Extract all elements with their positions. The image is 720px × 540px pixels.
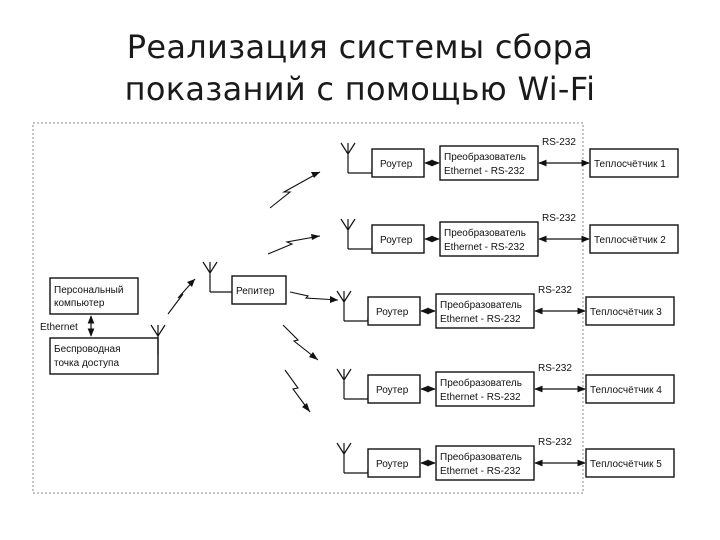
- slide-title-line-2: показаний с помощью Wi-Fi: [124, 70, 596, 108]
- router-antenna-icon: [336, 442, 369, 474]
- converter-box: [435, 371, 535, 407]
- rs232-label: RS-232: [538, 285, 572, 296]
- access-point-antenna-icon: [150, 324, 166, 355]
- converter-label-line-1: Преобразователь: [444, 151, 526, 163]
- rs232-label: RS-232: [538, 437, 572, 448]
- repeater-box: Репитер: [231, 275, 287, 305]
- rs232-label: RS-232: [542, 213, 576, 224]
- converter-label-line-2: Ethernet - RS-232: [440, 314, 521, 325]
- rs232-label: RS-232: [538, 363, 572, 374]
- router-antenna-icon: [340, 218, 373, 250]
- ethernet-label: Ethernet: [40, 322, 78, 333]
- access-point-label-line-2: точка доступа: [54, 358, 119, 369]
- access-point-box: Беспроводная точка доступа: [49, 337, 159, 375]
- heat-meter-label: Теплосчётчик 3: [590, 307, 662, 318]
- wireless-signal-repeater-to-router-5: [284, 369, 311, 413]
- wireless-signal-ap-to-repeater: [167, 278, 196, 315]
- slide-title: Реализация системы сбора показаний с пом…: [0, 26, 720, 110]
- router-label: Роутер: [380, 159, 413, 170]
- heat-meter-box: [589, 148, 679, 178]
- converter-label-line-2: Ethernet - RS-232: [444, 242, 525, 253]
- wireless-signal-repeater-to-router-2: [267, 234, 321, 255]
- rs232-label: RS-232: [542, 137, 576, 148]
- converter-box: [439, 145, 539, 181]
- router-label: Роутер: [376, 459, 409, 470]
- converter-label-line-1: Преобразователь: [440, 377, 522, 389]
- router-box: [371, 224, 425, 254]
- wireless-signal-repeater-to-router-3: [289, 291, 339, 303]
- router-box: [371, 148, 425, 178]
- repeater-antenna-icon: [202, 261, 232, 293]
- access-point-label-line-1: Беспроводная: [54, 344, 121, 355]
- converter-label-line-2: Ethernet - RS-232: [440, 392, 521, 403]
- converter-box: [435, 293, 535, 329]
- router-label: Роутер: [376, 385, 409, 396]
- router-label: Роутер: [376, 307, 409, 318]
- converter-label-line-1: Преобразователь: [440, 451, 522, 463]
- converter-label-line-1: Преобразователь: [440, 299, 522, 311]
- heat-meter-box: [585, 448, 675, 478]
- router-label: Роутер: [380, 235, 413, 246]
- wireless-signal-repeater-to-router-4: [282, 324, 319, 361]
- heat-meter-label: Теплосчётчик 1: [594, 159, 666, 170]
- heat-meter-label: Теплосчётчик 4: [590, 385, 662, 396]
- router-antenna-icon: [340, 142, 373, 174]
- repeater-label: Репитер: [236, 286, 275, 297]
- router-box: [367, 296, 421, 326]
- pc-label-line-1: Персональный: [54, 285, 123, 296]
- converter-box: [435, 445, 535, 481]
- router-box: [367, 374, 421, 404]
- pc-box: Персональный компьютер: [49, 277, 139, 315]
- slide-title-line-1: Реализация системы сбора: [126, 28, 594, 66]
- heat-meter-box: [585, 296, 675, 326]
- converter-label-line-2: Ethernet - RS-232: [444, 166, 525, 177]
- converter-box: [439, 221, 539, 257]
- heat-meter-label: Теплосчётчик 5: [590, 459, 662, 470]
- converter-label-line-2: Ethernet - RS-232: [440, 466, 521, 477]
- heat-meter-label: Теплосчётчик 2: [594, 235, 666, 246]
- heat-meter-box: [585, 374, 675, 404]
- wireless-signal-repeater-to-router-1: [269, 171, 321, 209]
- router-box: [367, 448, 421, 478]
- router-antenna-icon: [336, 368, 369, 400]
- heat-meter-box: [589, 224, 679, 254]
- router-antenna-icon: [336, 290, 369, 322]
- pc-label-line-2: компьютер: [54, 298, 105, 309]
- converter-label-line-1: Преобразователь: [444, 227, 526, 239]
